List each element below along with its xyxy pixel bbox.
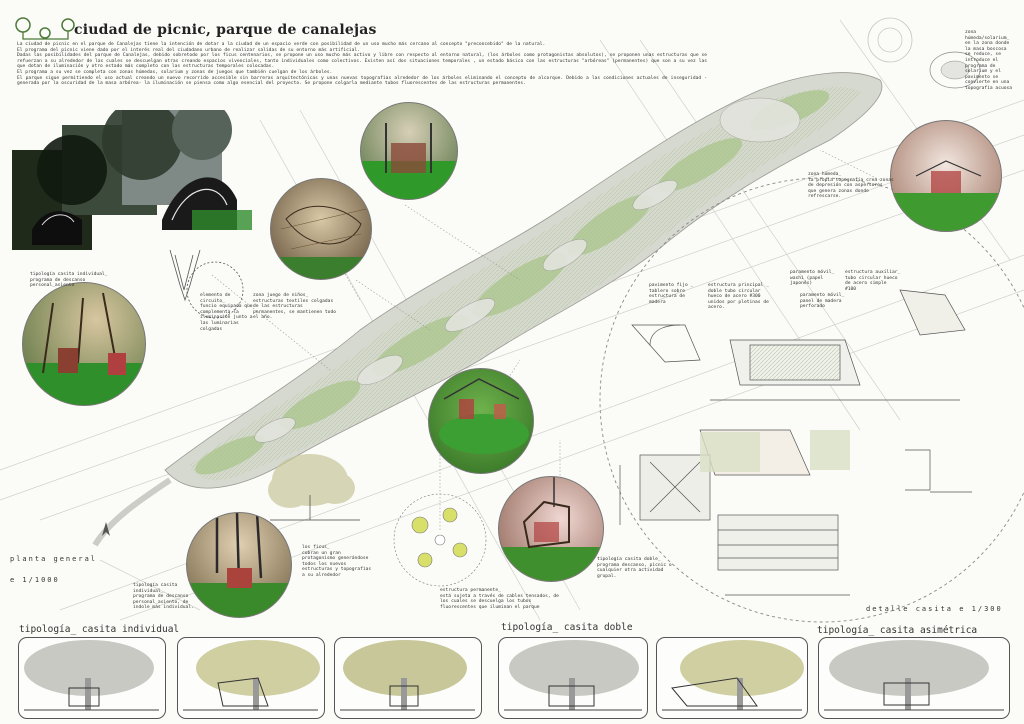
annotation-paramento-movil-madera: paramento móvil_ panel de madera perfora… [800, 293, 845, 310]
annotation-tipologia-doble: tipología casita doble_ programa descans… [597, 557, 672, 579]
intro-paragraph: La ciudad de picnic en el parque de Cana… [17, 42, 546, 47]
annotation-tipologia-individual-bottom: tipología casita individual_ programa de… [133, 583, 194, 611]
render-circle-individual [360, 102, 458, 200]
render-circle-play-area [270, 178, 372, 280]
detail-scale-label: detalle casita e 1/300 [866, 605, 1003, 613]
elevation-doble-2 [656, 637, 808, 719]
intro-paragraph: El programa a su vez se completa con zon… [17, 69, 333, 75]
intro-paragraph: El parque sigue permitiendo el uso actua… [17, 75, 707, 87]
elevation-asimetrica [818, 637, 1010, 719]
annotation-zona-humeda-solarium: zona húmeda/solarium_ en la zona donde l… [965, 30, 1013, 91]
section-heading-individual: tipología_ casita individual [19, 624, 180, 635]
annotation-tipologia-individual: tipología casita individual_ programa de… [30, 272, 108, 289]
intro-paragraph: El programa del picnic viene dado por el… [17, 47, 360, 53]
render-circle-solarium [890, 120, 1002, 232]
annotation-ficus: los ficus_ cobran un gran protagonismo g… [302, 545, 372, 578]
annotation-estructura-principal: estructura principal _ doble tubo circul… [708, 283, 769, 311]
elevation-doble-1 [498, 637, 648, 719]
render-circle-doble [498, 476, 604, 582]
annotation-zona-juego: zona juego de niños_ estructuras textile… [253, 293, 336, 321]
elevation-individual-3 [334, 637, 482, 719]
intro-text: La ciudad de picnic en el parque de Cana… [17, 42, 707, 87]
section-heading-asimetrica: tipología_ casita asimétrica [817, 625, 978, 636]
render-circle-green-topography [428, 368, 534, 474]
page-title: ciudad de picnic, parque de canalejas [74, 22, 377, 38]
solarium-sketch [929, 51, 981, 89]
logo-circles-icon [15, 17, 75, 40]
plan-scale: e 1/1000 [10, 576, 60, 584]
north-arrow-icon [102, 522, 110, 536]
intro-paragraph: Dadas las posibilidades del parque de Ca… [17, 53, 707, 70]
photo-collage [12, 110, 262, 250]
render-circle-typology-left [22, 282, 146, 406]
elevation-individual-1 [18, 637, 166, 719]
annotation-estructura-permanente: estructura permanente_ está sujeta a tra… [440, 588, 559, 610]
plan-label: planta general [10, 555, 98, 563]
annotation-pavimento-fijo: pavimento fijo _ tablero sobre estructur… [649, 283, 694, 305]
elevation-individual-2 [177, 637, 325, 719]
annotation-estructura-auxiliar: estructura auxiliar_ tubo circular hueco… [845, 270, 901, 292]
section-heading-doble: tipología_ casita doble [501, 622, 633, 633]
annotation-zona-humeda: zona húmeda_ la propia topografía crea z… [808, 172, 894, 200]
render-circle-ficus [186, 512, 292, 618]
annotation-paramento-movil-washi: paramento móvil_ washi (papel japonés) [790, 270, 835, 287]
annotation-elemento-circuito: elemento de circuito_ funcio equipada qu… [200, 293, 253, 332]
